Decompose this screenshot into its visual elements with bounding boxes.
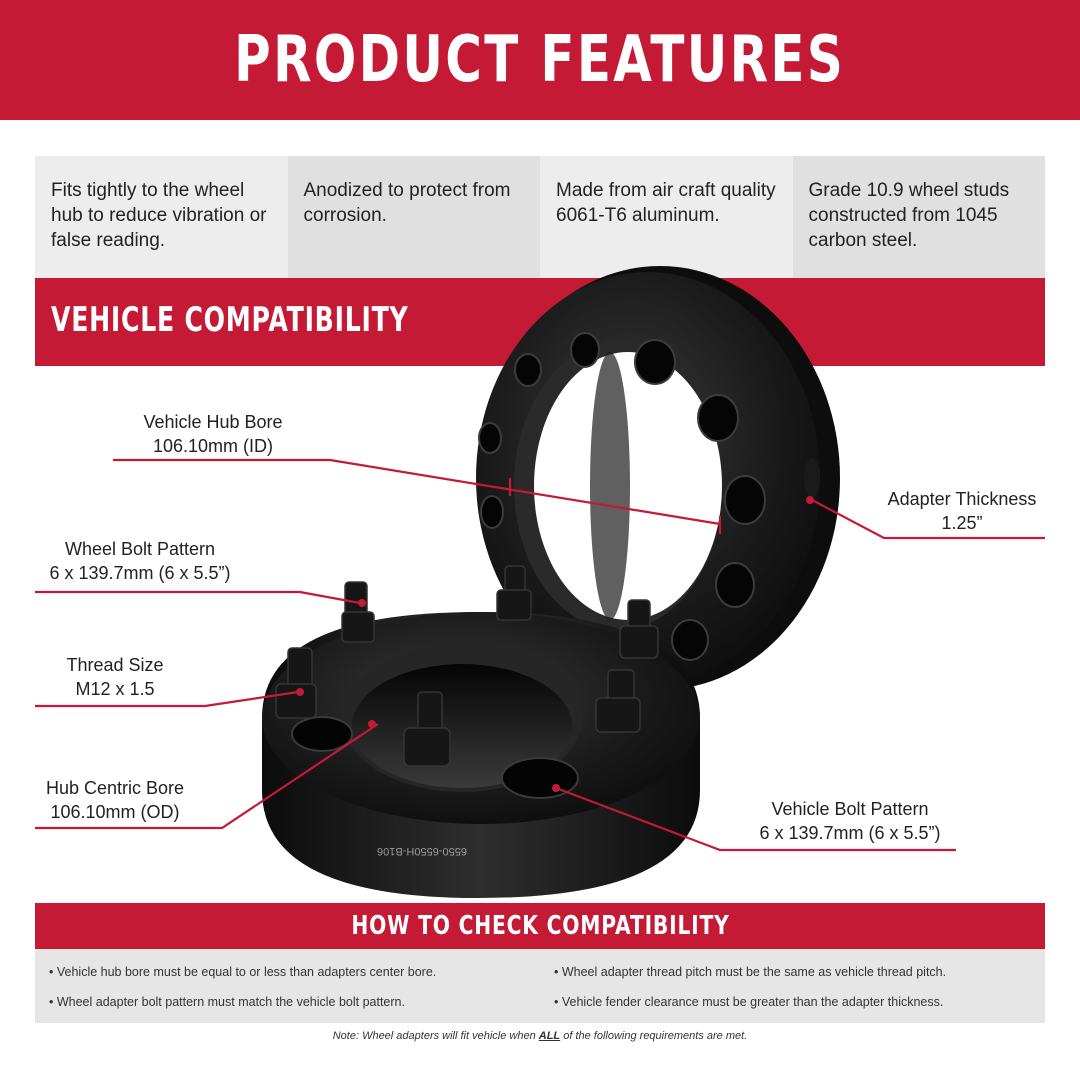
requirement-item: Wheel adapter bolt pattern must match th…	[35, 987, 540, 1017]
callout-hub-centric-bore: Hub Centric Bore 106.10mm (OD)	[30, 776, 200, 824]
callout-vehicle-bolt-pattern: Vehicle Bolt Pattern 6 x 139.7mm (6 x 5.…	[735, 797, 965, 845]
requirement-item: Wheel adapter thread pitch must be the s…	[540, 957, 1045, 987]
requirement-item: Vehicle fender clearance must be greater…	[540, 987, 1045, 1017]
hub-centric-bore-name: Hub Centric Bore	[45, 778, 185, 798]
upright-adapter	[476, 266, 840, 690]
thread-size-value: M12 x 1.5	[75, 679, 155, 699]
callout-thread-size: Thread Size M12 x 1.5	[45, 653, 185, 701]
hub-bore-value: 106.10mm (ID)	[152, 436, 274, 456]
callout-hub-bore: Vehicle Hub Bore 106.10mm (ID)	[113, 410, 313, 458]
adapter-thickness-name: Adapter Thickness	[887, 489, 1037, 509]
note-after: of the following requirements are met.	[563, 1030, 748, 1042]
wheel-bolt-pattern-line	[35, 590, 361, 605]
lying-adapter: 6550-6550H-B106	[262, 565, 700, 898]
wheel-bolt-pattern-value: 6 x 139.7mm (6 x 5.5”)	[49, 563, 231, 583]
part-number: 6550-6550H-B106	[377, 845, 467, 857]
footnote: Note: Wheel adapters will fit vehicle wh…	[0, 1030, 1080, 1042]
requirement-item: Vehicle hub bore must be equal to or les…	[35, 957, 540, 987]
hub-bore-line	[113, 458, 721, 526]
callout-lines	[35, 458, 1045, 852]
thread-size-name: Thread Size	[66, 655, 164, 675]
adapter-thickness-line	[811, 499, 1045, 540]
compatibility-title: VEHICLE COMPATIBILITY	[51, 300, 409, 340]
feature-anodized: Anodized to protect from corrosion.	[287, 156, 540, 278]
callout-wheel-bolt-pattern: Wheel Bolt Pattern 6 x 139.7mm (6 x 5.5”…	[25, 537, 255, 585]
hub-centric-bore-line	[35, 723, 379, 830]
note-strong: ALL	[538, 1030, 561, 1042]
feature-grid: Fits tightly to the wheel hub to reduce …	[35, 156, 1045, 278]
hub-bore-name: Vehicle Hub Bore	[143, 412, 283, 432]
requirements-list: Vehicle hub bore must be equal to or les…	[35, 949, 1045, 1023]
howto-title: HOW TO CHECK COMPATIBILITY	[350, 911, 730, 941]
callout-adapter-thickness: Adapter Thickness 1.25”	[862, 487, 1062, 535]
vehicle-bolt-pattern-name: Vehicle Bolt Pattern	[771, 799, 929, 819]
wheel-bolt-pattern-name: Wheel Bolt Pattern	[64, 539, 216, 559]
thread-size-line	[35, 690, 299, 708]
note-before: Note: Wheel adapters will fit vehicle wh…	[332, 1030, 536, 1042]
vehicle-bolt-pattern-line	[555, 786, 956, 852]
hub-centric-bore-value: 106.10mm (OD)	[50, 802, 180, 822]
howto-banner: HOW TO CHECK COMPATIBILITY	[35, 903, 1045, 949]
vehicle-bolt-pattern-value: 6 x 139.7mm (6 x 5.5”)	[759, 823, 941, 843]
adapter-thickness-value: 1.25”	[941, 513, 983, 533]
feature-studs: Grade 10.9 wheel studs constructed from …	[792, 156, 1045, 278]
feature-fit: Fits tightly to the wheel hub to reduce …	[35, 156, 288, 278]
feature-aluminum: Made from air craft quality 6061-T6 alum…	[540, 156, 793, 278]
top-banner: PRODUCT FEATURES	[0, 0, 1080, 120]
page-title: PRODUCT FEATURES	[234, 23, 846, 97]
